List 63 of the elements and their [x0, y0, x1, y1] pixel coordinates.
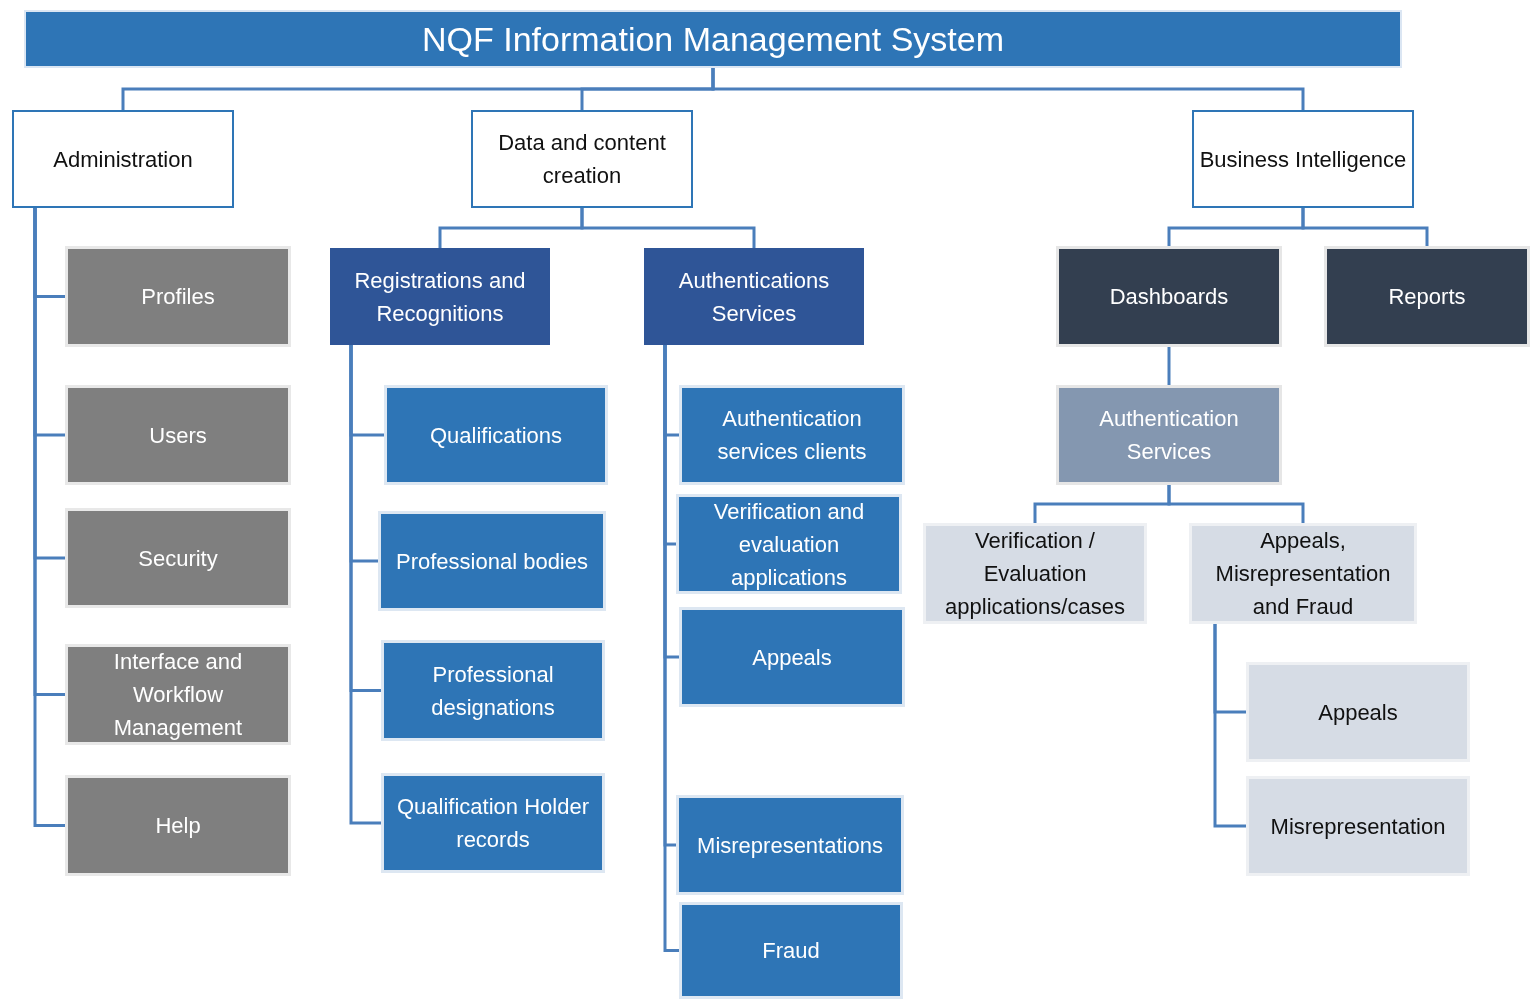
- group-box: [1324, 246, 1530, 347]
- connector-line: [1167, 347, 1171, 385]
- category-box: [12, 110, 234, 208]
- module-box: [65, 508, 291, 608]
- module-box: [679, 607, 905, 707]
- group-box: [1056, 385, 1282, 485]
- module-box: [1189, 523, 1417, 624]
- connector-line: [1167, 485, 1305, 523]
- node-label: Verification and evaluation applications: [712, 497, 866, 592]
- node-label: Fraud: [762, 937, 820, 965]
- module-box: [1246, 662, 1470, 762]
- group-box: [644, 248, 864, 345]
- module-box: [1246, 776, 1470, 876]
- node-label: Authentication services clients: [716, 405, 868, 466]
- node-label: Verification / Evaluation applications/cases: [944, 527, 1126, 621]
- connector-line: [33, 208, 65, 827]
- module-box: [65, 246, 291, 347]
- module-box: [679, 902, 903, 999]
- group-box: [1056, 246, 1282, 347]
- connector-line: [711, 68, 1305, 110]
- module-box: [923, 523, 1147, 624]
- node-label: Qualifications: [429, 421, 563, 450]
- module-box: [381, 773, 605, 873]
- category-box: [1192, 110, 1414, 208]
- group-box: [330, 248, 550, 345]
- node-label: Appeals: [752, 643, 832, 672]
- node-label: Help: [155, 812, 201, 840]
- module-box: [65, 775, 291, 876]
- node-label: Qualification Holder records: [396, 793, 590, 854]
- module-box: [676, 494, 902, 594]
- node-label: Security: [138, 544, 218, 573]
- node-label: Professional designations: [430, 660, 556, 722]
- module-box: [65, 385, 291, 485]
- node-label: Authentications Services: [677, 266, 831, 328]
- node-label: Administration: [53, 145, 193, 174]
- node-label: Users: [149, 421, 207, 450]
- connector-line: [663, 345, 679, 952]
- connector-line: [349, 345, 381, 825]
- node-label: Profiles: [141, 283, 215, 311]
- node-label: Data and content creation: [497, 129, 667, 190]
- title-text: NQF Information Management System: [422, 18, 1004, 60]
- module-box: [381, 640, 605, 741]
- category-box: [471, 110, 693, 208]
- module-box: [679, 385, 905, 485]
- node-label: Dashboards: [1109, 283, 1229, 311]
- node-label: Interface and Workflow Management: [112, 648, 244, 742]
- node-label: Appeals: [1318, 698, 1398, 727]
- title-bar: [24, 10, 1402, 68]
- module-box: [65, 644, 291, 745]
- node-label: Business Intelligence: [1199, 145, 1407, 174]
- node-label: Professional bodies: [396, 547, 588, 576]
- node-label: Misrepresentation: [1270, 812, 1446, 841]
- node-label: Registrations and Recognitions: [353, 266, 527, 328]
- node-label: Reports: [1388, 283, 1466, 311]
- node-label: Appeals, Misrepresentation and Fraud: [1214, 527, 1392, 621]
- module-box: [378, 511, 606, 611]
- node-label: Misrepresentations: [697, 831, 883, 860]
- module-box: [384, 385, 608, 485]
- module-box: [676, 795, 904, 895]
- connector-line: [580, 208, 756, 248]
- connector-line: [1301, 208, 1429, 246]
- connector-line: [1213, 624, 1246, 828]
- node-label: Authentication Services: [1098, 405, 1240, 466]
